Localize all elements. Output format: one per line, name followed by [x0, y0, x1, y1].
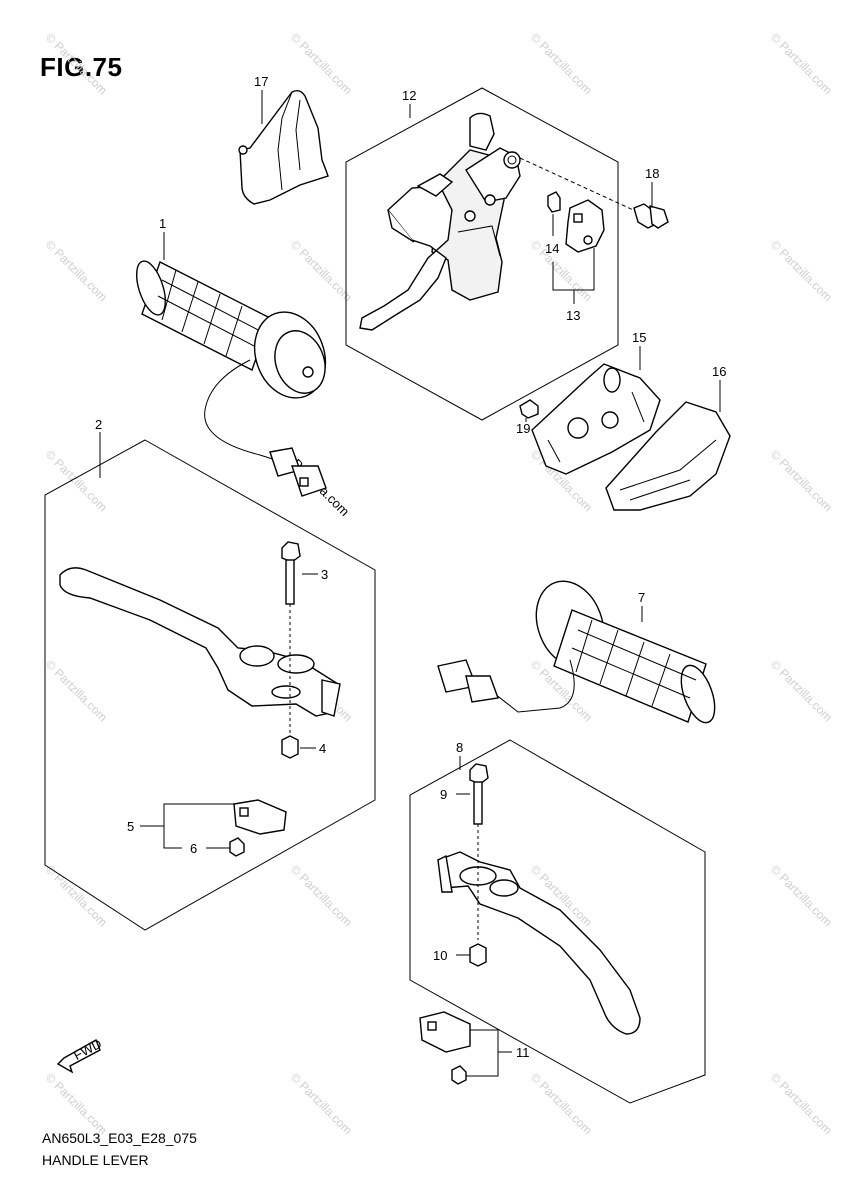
- callout-14: 14: [545, 241, 559, 256]
- watermark: © Partzilla.com: [43, 657, 110, 724]
- watermark: © Partzilla.com: [528, 30, 595, 97]
- fwd-arrow-icon: FWD: [56, 1036, 104, 1074]
- watermark: © Partzilla.com: [768, 30, 835, 97]
- callout-8: 8: [456, 740, 463, 755]
- diagram-name: HANDLE LEVER: [42, 1152, 149, 1168]
- group-box-2: [44, 439, 376, 931]
- leader-lines: [99, 90, 721, 1077]
- watermark: © Partzilla.com: [768, 862, 835, 929]
- part-18-bolt: [519, 157, 669, 229]
- watermark: © Partzilla.com: [768, 657, 835, 724]
- part-9-bolt: [469, 763, 489, 940]
- watermark: © Partzilla.com: [768, 1070, 835, 1137]
- callout-18: 18: [645, 166, 659, 181]
- callout-1: 1: [159, 216, 166, 231]
- part-5-switch: [233, 799, 287, 835]
- watermark: © Partzilla.com: [43, 237, 110, 304]
- part-10-nut: [469, 943, 487, 967]
- figure-title: FIG.75: [40, 52, 123, 82]
- part-6-screw: [229, 837, 245, 857]
- callout-labels: 1 2 3 4 5 6 7 8 9 10 11 12 13 14 15 16 1…: [95, 74, 726, 1060]
- callout-11: 11: [516, 1045, 530, 1060]
- part-14-screw: [547, 191, 561, 213]
- group-box-8: [409, 739, 706, 1104]
- callout-6: 6: [190, 841, 197, 856]
- callout-3: 3: [321, 567, 328, 582]
- callout-5: 5: [127, 819, 134, 834]
- part-13-switch: [565, 199, 605, 253]
- callout-2: 2: [95, 417, 102, 432]
- callout-9: 9: [440, 787, 447, 802]
- part-1-left-grip: [135, 260, 327, 497]
- group-box-12: [345, 87, 619, 421]
- callout-17: 17: [254, 74, 268, 89]
- diagram-code: AN650L3_E03_E28_075: [42, 1130, 197, 1146]
- callout-19: 19: [516, 421, 530, 436]
- watermark: © Partzilla.com: [288, 30, 355, 97]
- part-17-cover: [238, 89, 329, 205]
- watermark: © Partzilla.com: [43, 30, 110, 97]
- part-4-nut: [281, 735, 299, 759]
- watermark: © Partzilla.com: [768, 237, 835, 304]
- callout-13: 13: [566, 308, 580, 323]
- fwd-label: FWD: [71, 1036, 104, 1063]
- watermark: © Partzilla.com: [768, 447, 835, 514]
- part-11-switch: [419, 1011, 471, 1085]
- watermark: © Partzilla.com: [528, 1070, 595, 1137]
- callout-7: 7: [638, 590, 645, 605]
- part-15-housing: [531, 363, 661, 475]
- callout-10: 10: [433, 948, 447, 963]
- part-3-bolt: [281, 541, 301, 734]
- watermark: © Partzilla.com: [288, 1070, 355, 1137]
- callout-16: 16: [712, 364, 726, 379]
- callout-4: 4: [319, 741, 326, 756]
- part-16-guard: [605, 401, 731, 511]
- watermark: © Partzilla.com: [43, 862, 110, 929]
- watermark: © Partzilla.com: [288, 862, 355, 929]
- part-2-lever-left: [59, 567, 341, 717]
- watermark: © Partzilla.com: [43, 1070, 110, 1137]
- part-12-lever-bracket: [359, 112, 521, 331]
- part-19-screw: [519, 399, 539, 419]
- part-7-right-grip: [437, 580, 716, 724]
- watermark: © Partzilla.com: [288, 237, 355, 304]
- callout-12: 12: [402, 88, 416, 103]
- callout-15: 15: [632, 330, 646, 345]
